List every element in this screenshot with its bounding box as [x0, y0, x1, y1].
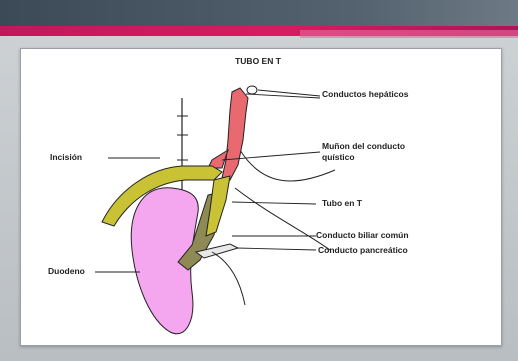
label-munon-line1: Muñon del conducto [322, 141, 405, 151]
label-conductos-hepaticos: Conductos hepáticos [322, 89, 409, 99]
label-incision: Incisión [50, 152, 82, 162]
diagram-title: TUBO EN T [235, 56, 282, 66]
hepatic-ducts [222, 88, 248, 180]
hepatic-duct-opening [247, 86, 257, 94]
label-munon-line2: quístico [322, 152, 355, 162]
pancreas-outline [212, 252, 245, 305]
organ-outline [235, 188, 330, 250]
label-conducto-pancreatico: Conducto pancreático [318, 245, 408, 255]
label-conducto-biliar: Conducto biliar común [316, 230, 409, 240]
label-duodeno: Duodeno [48, 266, 85, 276]
label-tubo-en-t: Tubo en T [322, 198, 363, 208]
